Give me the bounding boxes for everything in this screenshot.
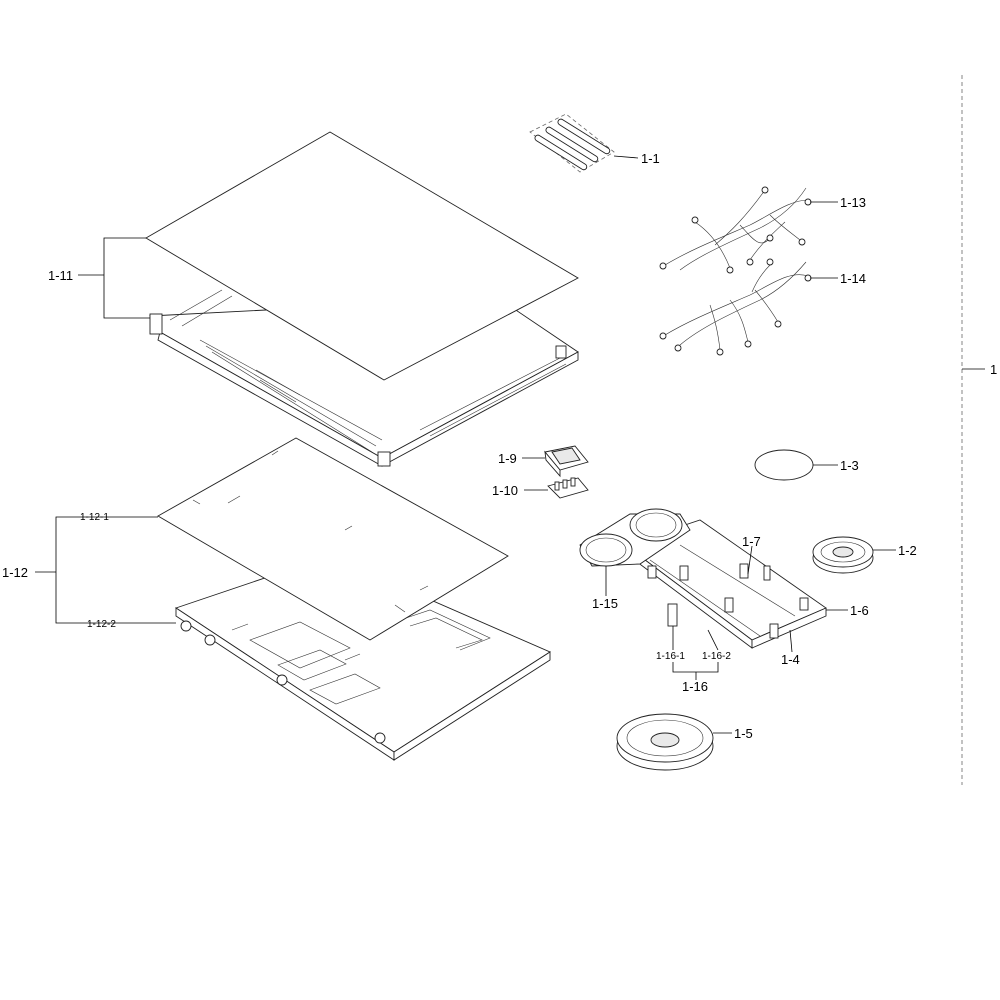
label-1-13: 1-13 (840, 195, 866, 210)
part-1-3-disc (754, 449, 814, 481)
part-1-12-2-bottom-tray (174, 555, 551, 761)
part-1-13-harness (659, 186, 812, 274)
leader-1-16-2 (707, 629, 719, 651)
label-1-5: 1-5 (734, 726, 753, 741)
label-1-14: 1-14 (840, 271, 866, 286)
glass-markings (192, 450, 429, 613)
part-1-10-connector (547, 477, 589, 499)
part-1-6-bracket-assembly (624, 519, 827, 649)
leader-1-1 (613, 155, 639, 159)
part-1-11-glass-top (145, 131, 579, 381)
label-1-12: 1-12 (2, 565, 28, 580)
part-1-14-harness (659, 258, 812, 356)
label-1-9: 1-9 (498, 451, 517, 466)
label-1-16-1: 1-16-1 (656, 651, 685, 662)
part-1-15-coil-holder (579, 508, 691, 567)
label-1-6: 1-6 (850, 603, 869, 618)
label-1-3: 1-3 (840, 458, 859, 473)
part-1-9-module (544, 445, 589, 478)
label-1-12-1: 1-12-1 (80, 512, 109, 523)
label-1: 1 (990, 362, 997, 377)
label-1-15: 1-15 (592, 596, 618, 611)
label-1-11: 1-11 (48, 268, 73, 283)
label-1-16-2: 1-16-2 (702, 651, 731, 662)
bracket-1-11 (103, 237, 150, 319)
bracket-1-12 (55, 516, 176, 624)
part-1-2-coil (812, 536, 874, 574)
part-1-5-coil (616, 713, 714, 771)
bracket-1-16 (672, 662, 719, 673)
part-1-1-clips (529, 113, 615, 173)
part-1-16-1-sensor (667, 603, 678, 627)
label-1-10: 1-10 (492, 483, 518, 498)
label-1-16: 1-16 (682, 679, 708, 694)
leader-1-4 (789, 629, 793, 653)
label-1-1: 1-1 (641, 151, 660, 166)
part-1-11-top-frame (149, 289, 579, 467)
leader-1-7 (747, 545, 753, 575)
label-1-7: 1-7 (742, 534, 761, 549)
label-1-2: 1-2 (898, 543, 917, 558)
label-1-12-2: 1-12-2 (87, 619, 116, 630)
label-1-4: 1-4 (781, 652, 800, 667)
